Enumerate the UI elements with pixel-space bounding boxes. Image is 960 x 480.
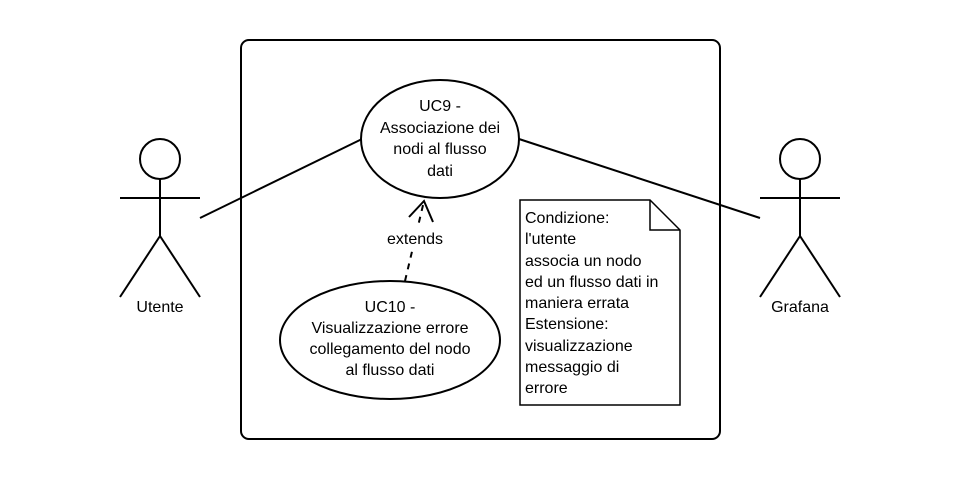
actor-utente-left-leg (119, 235, 161, 298)
actor-grafana-left-leg (759, 235, 801, 298)
use-case-uc9 (360, 79, 520, 199)
actor-grafana-label: Grafana (771, 299, 829, 316)
actor-utente-right-leg (159, 235, 201, 298)
extends-arrowhead (408, 199, 434, 223)
actor-grafana-right-leg (799, 235, 841, 298)
use-case-uc9-label: UC9 - Associazione dei nodi al flusso da… (379, 98, 501, 180)
extends-label-bg (380, 228, 450, 250)
note-shape (519, 199, 681, 406)
note-text: Condizione: l'utente associa un nodo ed … (525, 210, 659, 398)
use-case-uc10 (279, 280, 501, 400)
use-case-uc10-label: UC10 - Visualizzazione errore collegamen… (309, 299, 471, 379)
actor-utente-label: Utente (136, 299, 184, 316)
association-grafana-uc9 (518, 138, 761, 219)
actor-utente (119, 138, 201, 298)
note-folded-corner (649, 200, 680, 231)
association-utente-uc9 (199, 138, 363, 219)
extends-label: extends (386, 231, 444, 248)
actor-utente-head (139, 138, 181, 180)
actor-grafana (759, 138, 841, 298)
actor-grafana-head (779, 138, 821, 180)
